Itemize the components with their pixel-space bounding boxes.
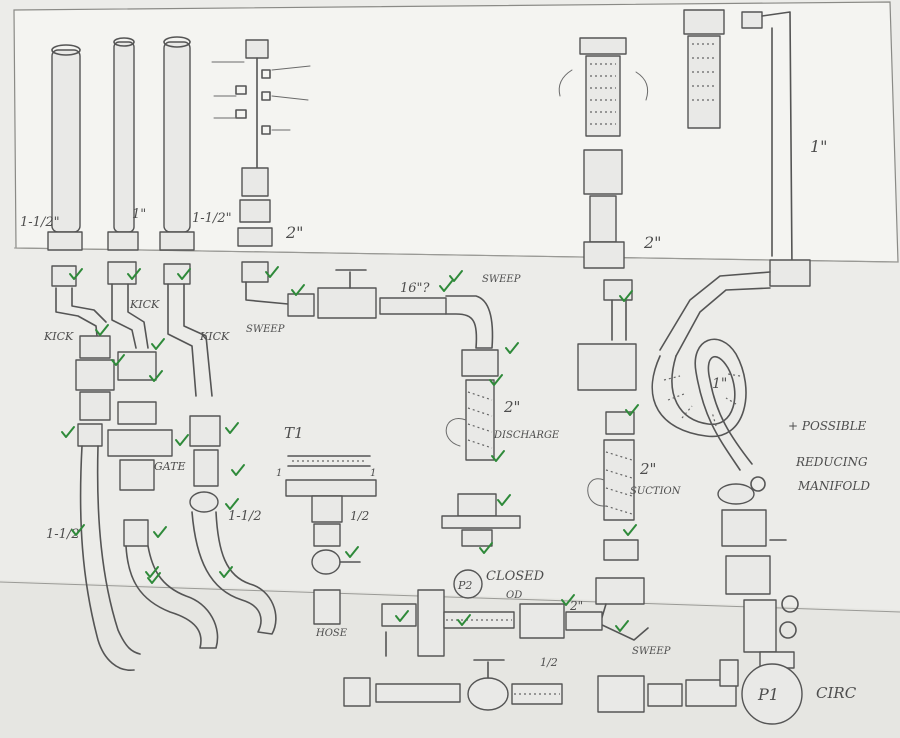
hose-coil [651,338,799,669]
check-marks [61,266,639,632]
sweep-mid-label: SWEEP [482,274,521,285]
hose-2-size-label: 1" [132,207,146,222]
left-lower-size-label: 1-1/2 [46,527,80,542]
circ-label: CIRC [816,684,857,702]
hose-3-size-label: 1-1/2" [192,211,232,226]
suction-label: SUCTION [630,486,682,497]
note-line-3: MANIFOLD [797,479,870,493]
top-middle-stack [211,39,311,247]
suction-size-label: 2" [639,460,656,478]
paper-upper-half [13,1,899,263]
gate-label: GATE [154,460,186,473]
t1-assembly [285,455,377,625]
p1-pump [741,663,803,725]
vertical-pipe-2 [107,37,139,251]
top-right-loop [659,9,811,357]
tee-pipe-size-label: 2" [285,223,304,242]
discharge-label: DISCHARGE [493,430,560,441]
right-pipe-size-label: 2" [643,233,662,252]
half-inch-bottom-label: 1/2 [540,656,558,669]
kick-label-1: KICK [43,330,74,343]
discharge-column [441,349,521,547]
valve-run-top [241,261,494,349]
t1-right-mark: 1 [370,468,376,479]
p1-label: P1 [757,685,779,704]
t1-label: T1 [284,424,304,442]
note-line-2: REDUCING [795,455,868,469]
bottom-manifold [343,589,739,713]
vertical-pipe-3 [159,36,195,251]
t1-nipple-size-label: 1/2 [350,509,369,523]
sweep-bottom-label: SWEEP [632,646,671,657]
kick-label-3: KICK [199,330,230,343]
suction-column [577,279,649,641]
sweep-left-label: SWEEP [246,324,285,335]
kick-label-2: KICK [129,298,160,311]
t1-left-mark: 1 [276,468,282,479]
hose-1-size-label: 1-1/2" [20,215,60,230]
vertical-pipe-1 [47,44,83,251]
hose-coil-size-label: 1" [712,376,727,392]
p2-note: CLOSED [486,569,545,584]
pipe-length-label: 16"? [400,281,431,296]
mid-lower-size-label: 1-1/2 [228,509,262,524]
left-column-1 [51,265,141,671]
p2-label: P2 [457,579,472,592]
p2-note-2: OD [506,590,522,601]
two-inch-bottom-label: 2" [569,599,583,613]
discharge-size-label: 2" [503,398,520,416]
hose-label: HOSE [315,628,348,639]
note-line-1: + POSSIBLE [788,419,867,433]
p2-gauge [453,569,483,599]
top-right-stack [558,37,649,269]
top-right-loop-size-label: 1" [810,137,828,156]
